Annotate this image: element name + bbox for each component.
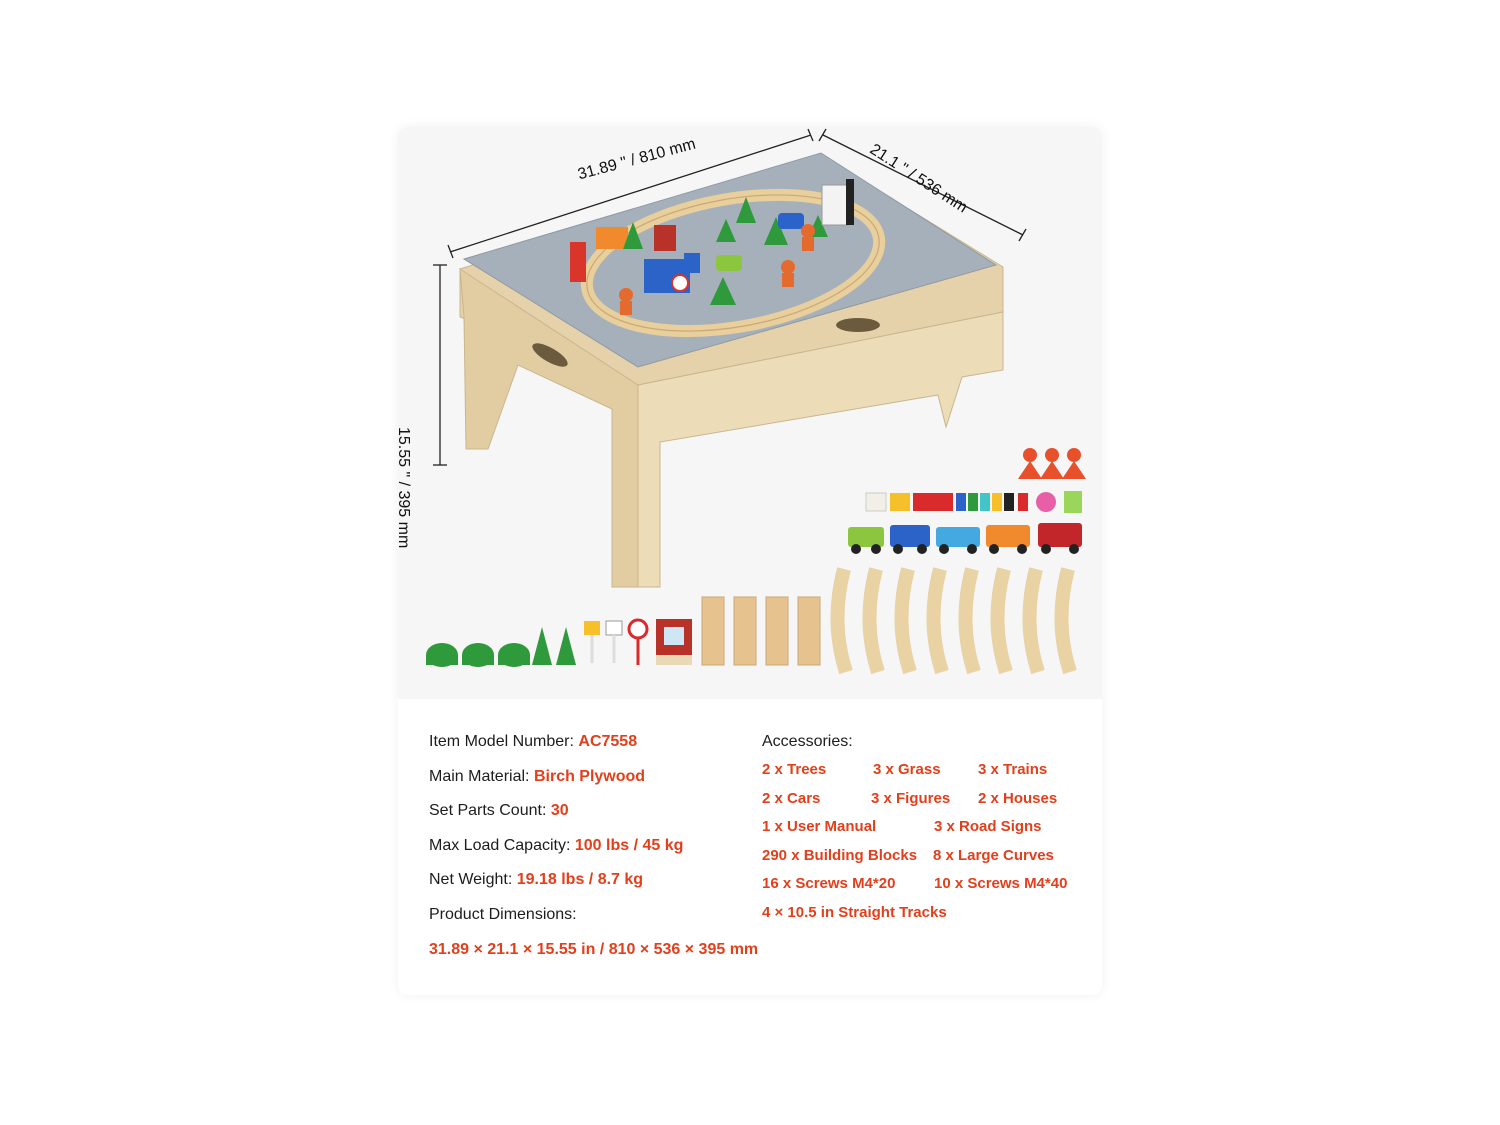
- train-track: [580, 188, 886, 338]
- spec-material: Main Material: Birch Plywood: [429, 768, 769, 803]
- spec-label: Set Parts Count:: [429, 802, 547, 819]
- spec-net-weight: Net Weight: 19.18 lbs / 8.7 kg: [429, 871, 769, 906]
- trees-accessory: [426, 627, 576, 667]
- road-signs-accessory: [584, 618, 649, 665]
- house-accessory: [656, 619, 692, 665]
- spec-value: 19.18 lbs / 8.7 kg: [516, 871, 644, 888]
- spec-list: Item Model Number: AC7558 Main Material:…: [429, 733, 769, 959]
- straight-tracks-accessory: [701, 596, 821, 666]
- product-dimensions-value: 31.89 × 21.1 × 15.55 in / 810 × 536 × 39…: [429, 941, 759, 958]
- accessories-list: Accessories: 2 x Trees 3 x Grass 3 x Tra…: [762, 733, 1092, 921]
- specifications-panel: Item Model Number: AC7558 Main Material:…: [398, 699, 1102, 995]
- accessory-item: 1 x User Manual: [762, 818, 877, 835]
- accessory-item: 2 x Trees: [762, 761, 827, 778]
- product-image: 31.89 " / 810 mm 21.1 " / 536 mm 15.55 "…: [398, 127, 1102, 699]
- spec-label: Item Model Number:: [429, 733, 574, 750]
- figures-accessory: [1018, 448, 1086, 479]
- spec-value: Birch Plywood: [533, 767, 646, 785]
- accessory-item: 2 x Houses: [978, 790, 1058, 807]
- spec-value: 100 lbs / 45 kg: [574, 836, 684, 854]
- spec-product-dimensions: Product Dimensions:: [429, 906, 769, 941]
- spec-value: AC7558: [578, 733, 638, 750]
- play-table-illustration: [426, 128, 1086, 675]
- accessory-item: 16 x Screws M4*20: [762, 875, 896, 892]
- spec-label: Main Material:: [429, 767, 530, 785]
- spec-load-capacity: Max Load Capacity: 100 lbs / 45 kg: [429, 837, 769, 872]
- spec-label: Product Dimensions:: [429, 905, 577, 923]
- accessory-item: 3 x Trains: [978, 761, 1048, 778]
- curved-tracks-accessory: [830, 567, 1077, 675]
- accessory-item: 4 × 10.5 in Straight Tracks: [762, 904, 947, 921]
- height-dimension-label: 15.55 " / 395 mm: [398, 427, 412, 549]
- accessories-title: Accessories:: [762, 733, 853, 750]
- spec-label: Net Weight:: [429, 871, 513, 888]
- accessory-item: 8 x Large Curves: [933, 847, 1054, 864]
- dimension-lines: [433, 128, 1027, 466]
- accessory-item: 3 x Road Signs: [934, 818, 1042, 835]
- accessory-item: 10 x Screws M4*40: [934, 875, 1068, 892]
- spec-value: 30: [550, 802, 569, 819]
- blocks-accessory: [865, 491, 1082, 513]
- accessory-item: 3 x Figures: [871, 790, 951, 807]
- vehicles-accessory: [848, 523, 1082, 554]
- product-card: 31.89 " / 810 mm 21.1 " / 536 mm 15.55 "…: [398, 127, 1102, 995]
- table-toys: [570, 179, 854, 315]
- accessory-item: 3 x Grass: [873, 761, 941, 778]
- accessory-item: 2 x Cars: [762, 790, 821, 807]
- spec-model-number: Item Model Number: AC7558: [429, 733, 769, 768]
- table: [459, 152, 1004, 588]
- accessory-item: 290 x Building Blocks: [762, 847, 918, 864]
- spec-label: Max Load Capacity:: [429, 836, 571, 854]
- spec-parts-count: Set Parts Count: 30: [429, 802, 769, 837]
